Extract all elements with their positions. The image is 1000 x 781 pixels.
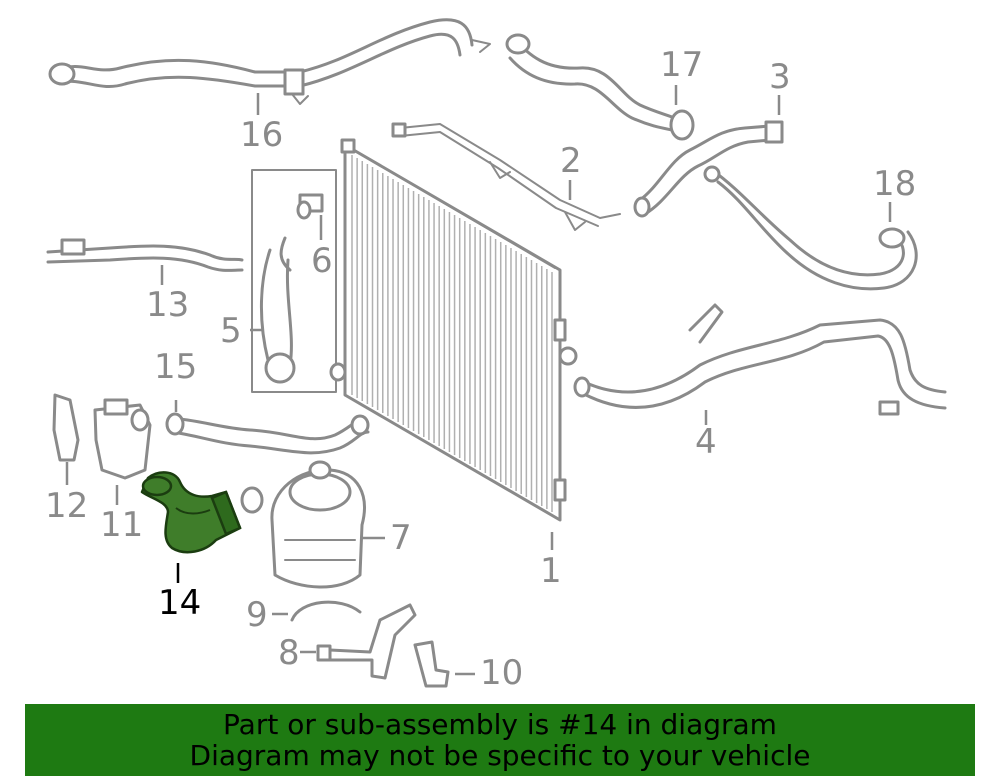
callout-7: 7 [390,518,412,558]
part-16-hose [48,18,491,105]
callout-17: 17 [660,45,704,85]
part-12-bracket [52,393,80,462]
callout-15: 15 [154,347,198,387]
callout-14-highlighted: 14 [158,583,202,623]
callout-9: 9 [246,595,268,635]
part-5-6-group [251,169,337,393]
callout-16: 16 [240,115,284,155]
callout-13: 13 [146,285,190,325]
part-10-bracket [413,640,450,688]
part-14-hose-highlighted [140,471,242,554]
banner-line-disclaimer: Diagram may not be specific to your vehi… [189,739,811,772]
exploded-parts-diagram [46,18,947,688]
part-17-hose [505,33,695,141]
callout-2: 2 [560,141,582,181]
callout-11: 11 [100,505,144,545]
callout-1: 1 [540,551,562,591]
part-1-radiator [329,138,578,522]
callout-12: 12 [45,486,89,526]
part-9-strap [290,600,362,622]
part-2-bracket [391,122,621,231]
leader-lines [65,85,892,676]
notice-banner: Part or sub-assembly is #14 in diagram D… [25,704,975,776]
part-3-hose [633,120,784,218]
part-13-hose [46,238,244,272]
part-4-hose [573,303,947,416]
banner-line-part-number: Part or sub-assembly is #14 in diagram [223,708,777,741]
part-15-hose [165,412,370,455]
callout-8: 8 [278,633,300,673]
callout-5: 5 [220,311,242,351]
part-7-water-pump [240,460,366,589]
callout-10: 10 [480,653,524,693]
callout-4: 4 [695,422,717,462]
callout-3: 3 [769,57,791,97]
part-8-bracket [316,603,417,680]
part-11-housing [93,398,152,480]
part-18-hose [703,165,918,291]
callout-6: 6 [311,241,333,281]
callout-18: 18 [873,164,917,204]
